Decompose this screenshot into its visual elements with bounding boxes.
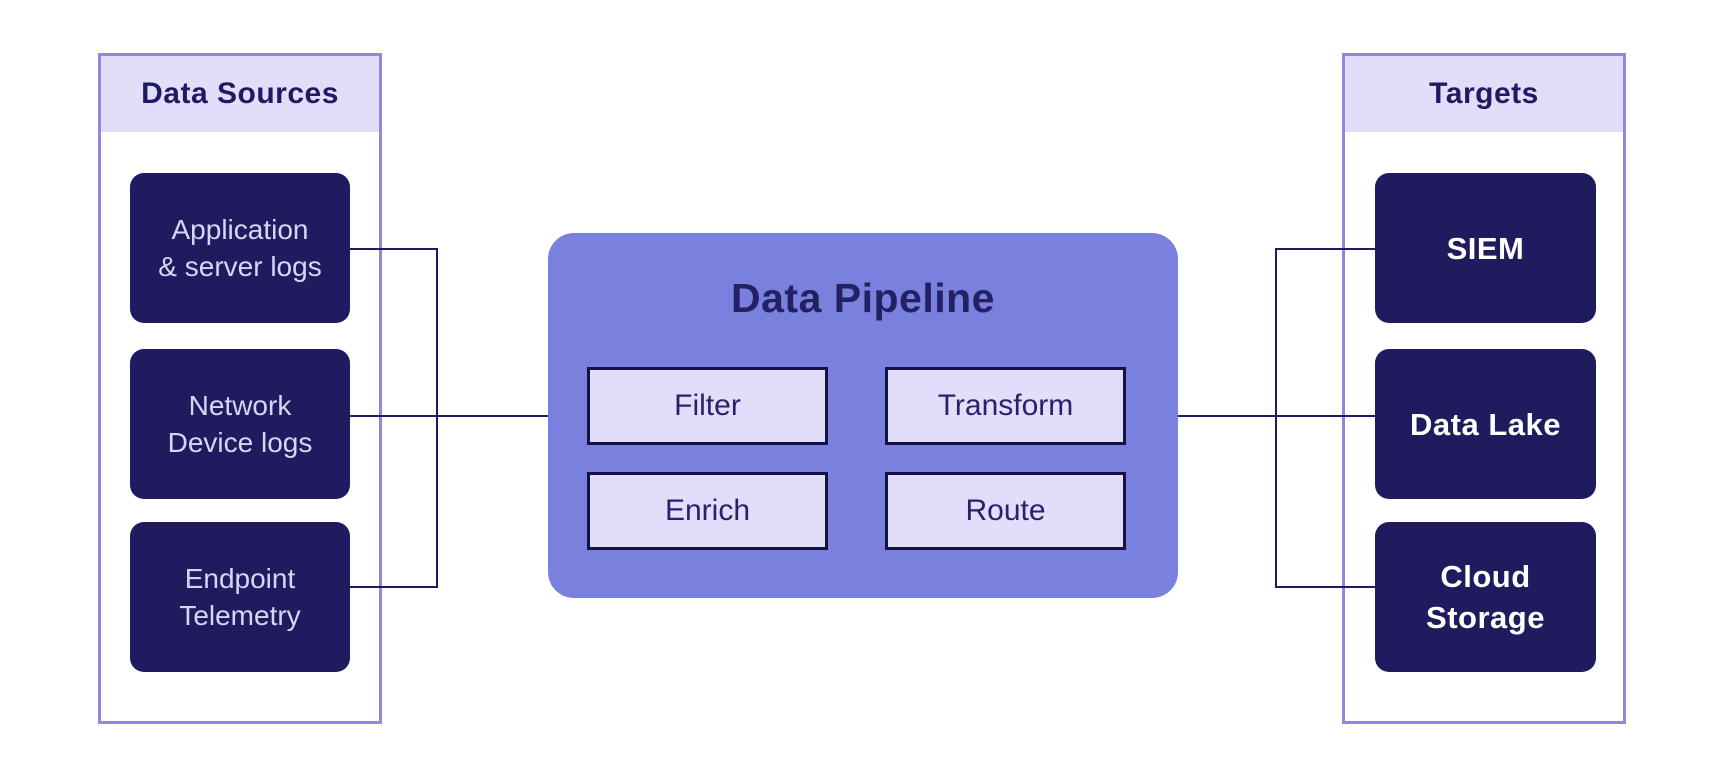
pipeline-stage-transform: Transform bbox=[885, 367, 1126, 445]
data-sources-panel-title: Data Sources bbox=[101, 56, 379, 132]
pipeline-stage-route: Route bbox=[885, 472, 1126, 550]
target-node-cloud-storage: Cloud Storage bbox=[1375, 522, 1596, 672]
pipeline-stage-enrich: Enrich bbox=[587, 472, 828, 550]
pipeline-stage-filter: Filter bbox=[587, 367, 828, 445]
target-node-siem: SIEM bbox=[1375, 173, 1596, 323]
connector-bus-to-target1 bbox=[1277, 248, 1375, 250]
source-node-application-server-logs: Application & server logs bbox=[130, 173, 350, 323]
connector-right-bus bbox=[1275, 248, 1277, 588]
connector-bus-to-target3 bbox=[1277, 586, 1375, 588]
target-node-data-lake: Data Lake bbox=[1375, 349, 1596, 499]
connector-source2-to-pipeline bbox=[350, 415, 548, 417]
source-node-endpoint-telemetry: Endpoint Telemetry bbox=[130, 522, 350, 672]
connector-source3-to-bus bbox=[350, 586, 438, 588]
source-node-network-device-logs: Network Device logs bbox=[130, 349, 350, 499]
connector-source1-to-bus bbox=[350, 248, 438, 250]
data-pipeline-block: Data Pipeline Filter Transform Enrich Ro… bbox=[548, 233, 1178, 598]
targets-panel-title: Targets bbox=[1345, 56, 1623, 132]
data-pipeline-title: Data Pipeline bbox=[731, 275, 995, 321]
connector-left-bus bbox=[436, 248, 438, 588]
